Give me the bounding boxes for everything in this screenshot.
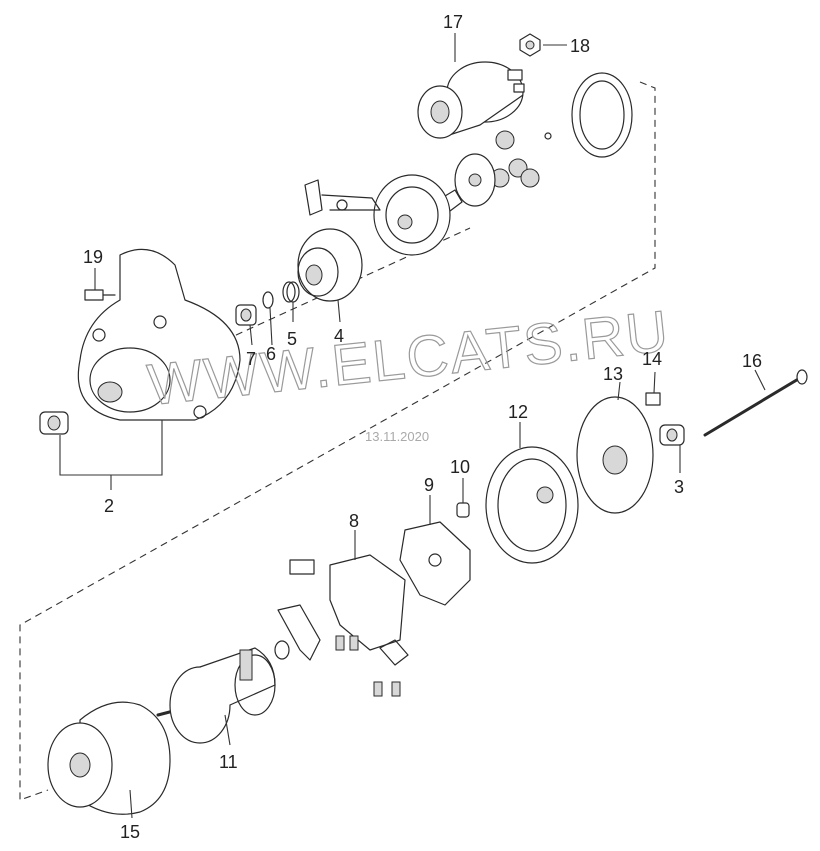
planetary-gears [490,130,540,188]
callout-labels: 17 18 19 7 6 5 4 2 14 13 16 12 10 9 3 8 … [83,12,762,842]
callout-14: 14 [642,349,662,369]
callout-7: 7 [246,349,256,369]
seal-ring [544,72,633,158]
brush-holder [277,554,409,666]
snap-ring [262,291,274,309]
date-stamp: 13.11.2020 [365,429,429,444]
front-bushing [39,411,69,435]
callout-2: 2 [104,496,114,516]
screw [645,392,661,406]
callout-9: 9 [424,475,434,495]
assembly-boundary [19,81,656,801]
through-bolt [703,369,808,437]
armature [156,647,276,744]
brush-springs [335,635,401,697]
callout-18: 18 [570,36,590,56]
washer [274,640,290,660]
stop-ring [282,281,300,303]
watermark-text: WWW.ELCATS.RU [145,298,673,417]
bushing [235,304,257,326]
callout-10: 10 [450,457,470,477]
bolt [84,289,116,301]
solenoid-switch [417,61,525,139]
callout-11: 11 [219,752,238,772]
brush-holder-plate [485,446,579,564]
yoke-assembly [47,701,171,815]
rear-cover [576,396,654,514]
insulator-plate [399,521,471,606]
rear-bushing [659,424,685,446]
internal-gear-housing [373,174,451,256]
callout-4: 4 [334,326,344,346]
callout-16: 16 [742,351,762,371]
callout-19: 19 [83,247,103,267]
callout-6: 6 [266,344,276,364]
callout-3: 3 [674,477,684,497]
callout-15: 15 [120,822,140,842]
callout-5: 5 [287,329,297,349]
front-housing [77,248,241,421]
nut [519,33,541,57]
callout-8: 8 [349,511,359,531]
leader-lines [59,33,766,819]
callout-13: 13 [603,364,623,384]
callout-12: 12 [508,402,528,422]
callout-17: 17 [443,12,463,32]
shift-lever [304,179,381,216]
small-screw [456,502,470,518]
overrunning-clutch [297,228,363,302]
